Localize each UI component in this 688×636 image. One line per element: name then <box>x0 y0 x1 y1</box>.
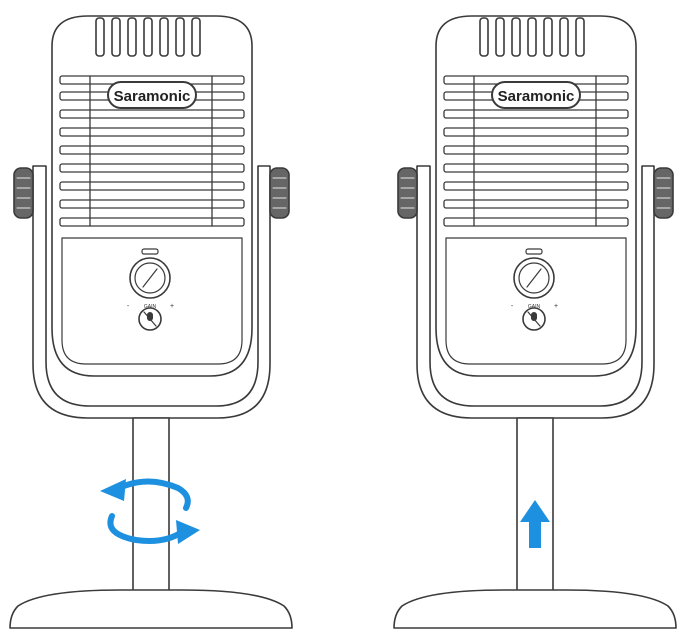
microphone-right: Saramonic GAIN - + <box>393 15 677 629</box>
gain-minus-label: - <box>127 303 130 310</box>
gain-label: GAIN <box>528 304 541 310</box>
gain-minus-label: - <box>511 303 514 310</box>
arrow-up-icon <box>520 500 550 548</box>
gain-plus-label: + <box>554 303 558 310</box>
microphone-left: Saramonic GAIN - + <box>9 15 293 629</box>
brand-logo-text: Saramonic <box>498 88 575 105</box>
gain-plus-label: + <box>170 303 174 310</box>
rotate-arrows-icon <box>107 478 191 544</box>
brand-badge <box>107 81 197 109</box>
brand-badge <box>491 81 581 109</box>
gain-label: GAIN <box>144 304 157 310</box>
brand-logo-text: Saramonic <box>114 88 191 105</box>
